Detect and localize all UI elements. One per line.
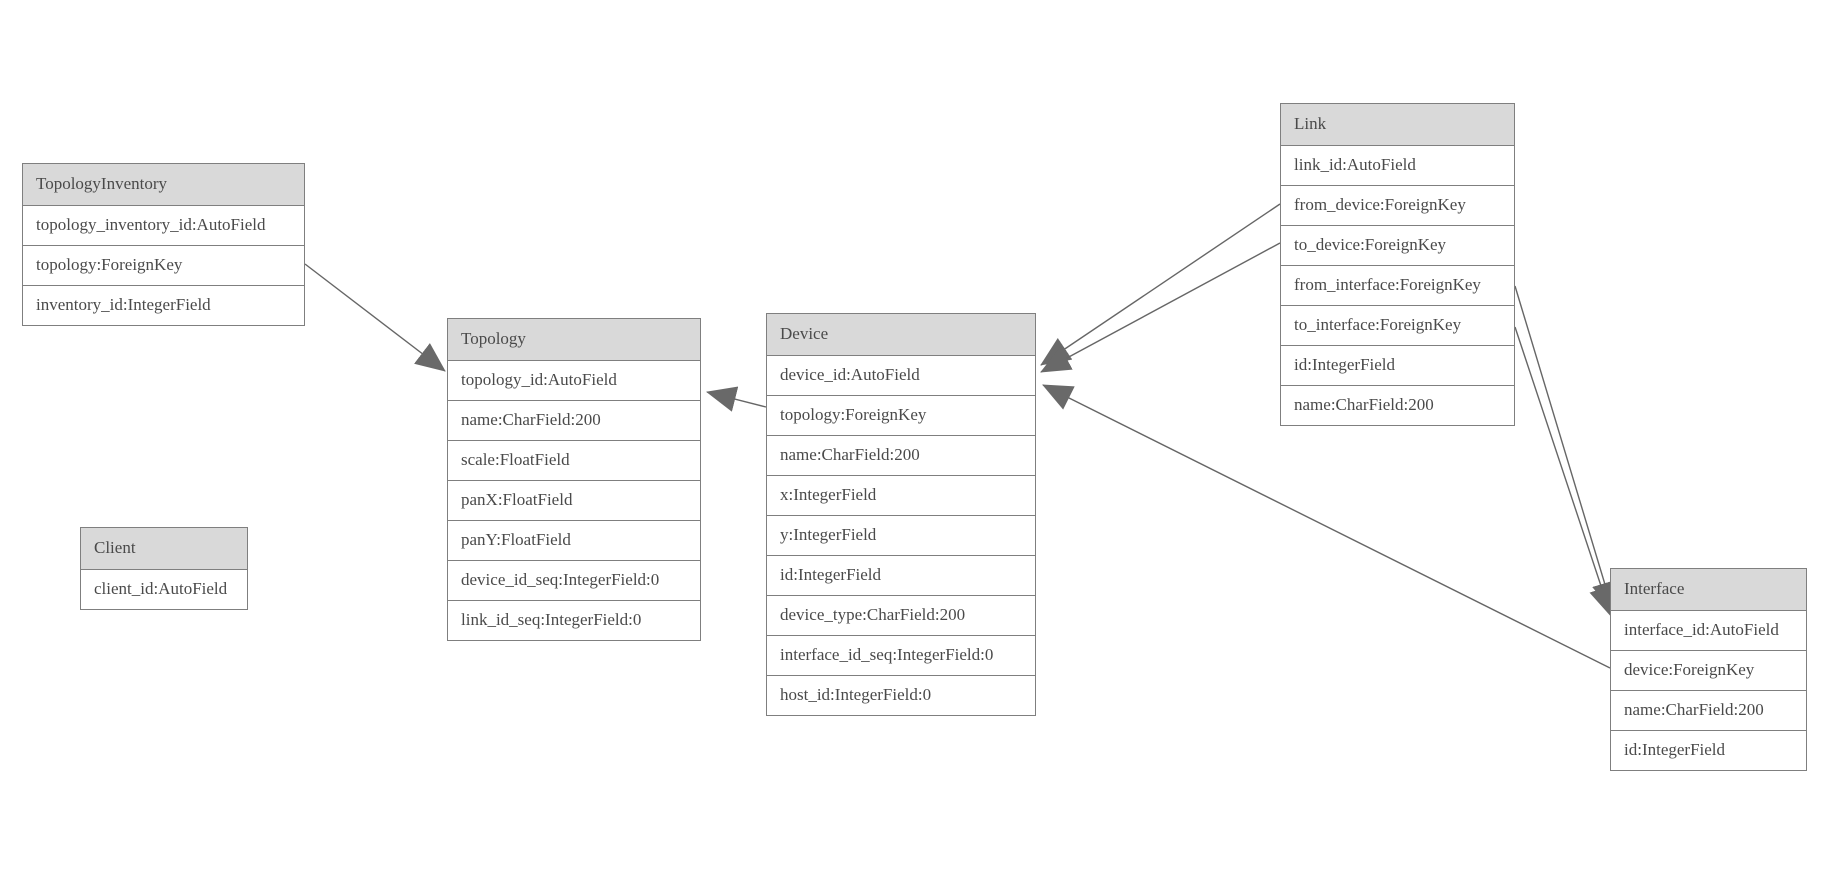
field-row: id:IntegerField [1281, 345, 1514, 385]
field-row: from_device:ForeignKey [1281, 185, 1514, 225]
field-row: scale:FloatField [448, 440, 700, 480]
field-row: link_id_seq:IntegerField:0 [448, 600, 700, 640]
edge-topologyinventory-topology [304, 263, 446, 372]
entity-table-topology: Topology topology_id:AutoField name:Char… [447, 318, 701, 641]
entity-title-link: Link [1281, 104, 1514, 145]
entity-title-device: Device [767, 314, 1035, 355]
entity-table-topologyinventory: TopologyInventory topology_inventory_id:… [22, 163, 305, 326]
field-row: to_interface:ForeignKey [1281, 305, 1514, 345]
field-row: topology:ForeignKey [23, 245, 304, 285]
entity-title-topologyinventory: TopologyInventory [23, 164, 304, 205]
field-row: topology_id:AutoField [448, 360, 700, 400]
field-row: x:IntegerField [767, 475, 1035, 515]
edge-interface-device [1042, 384, 1611, 669]
field-row: topology_inventory_id:AutoField [23, 205, 304, 245]
field-row: y:IntegerField [767, 515, 1035, 555]
field-row: host_id:IntegerField:0 [767, 675, 1035, 715]
field-row: device_id:AutoField [767, 355, 1035, 395]
field-row: topology:ForeignKey [767, 395, 1035, 435]
field-row: name:CharField:200 [767, 435, 1035, 475]
field-row: id:IntegerField [1611, 730, 1806, 770]
field-row: from_interface:ForeignKey [1281, 265, 1514, 305]
edge-link-todevice-device [1040, 242, 1281, 373]
field-row: panY:FloatField [448, 520, 700, 560]
edge-device-topology [706, 386, 767, 412]
field-row: interface_id_seq:IntegerField:0 [767, 635, 1035, 675]
entity-table-device: Device device_id:AutoField topology:Fore… [766, 313, 1036, 716]
field-row: name:CharField:200 [1611, 690, 1806, 730]
field-row: id:IntegerField [767, 555, 1035, 595]
field-row: interface_id:AutoField [1611, 610, 1806, 650]
entity-table-link: Link link_id:AutoField from_device:Forei… [1280, 103, 1515, 426]
field-row: inventory_id:IntegerField [23, 285, 304, 325]
entity-title-client: Client [81, 528, 247, 569]
field-row: name:CharField:200 [448, 400, 700, 440]
edge-link-fromdevice-device [1040, 203, 1281, 366]
edge-link-tointerface-interface [1514, 326, 1615, 617]
field-row: device:ForeignKey [1611, 650, 1806, 690]
entity-table-client: Client client_id:AutoField [80, 527, 248, 610]
field-row: link_id:AutoField [1281, 145, 1514, 185]
entity-title-topology: Topology [448, 319, 700, 360]
field-row: to_device:ForeignKey [1281, 225, 1514, 265]
field-row: panX:FloatField [448, 480, 700, 520]
entity-title-interface: Interface [1611, 569, 1806, 610]
field-row: device_id_seq:IntegerField:0 [448, 560, 700, 600]
field-row: device_type:CharField:200 [767, 595, 1035, 635]
field-row: client_id:AutoField [81, 569, 247, 609]
entity-table-interface: Interface interface_id:AutoField device:… [1610, 568, 1807, 771]
edge-link-frominterface-interface [1514, 285, 1618, 612]
field-row: name:CharField:200 [1281, 385, 1514, 425]
